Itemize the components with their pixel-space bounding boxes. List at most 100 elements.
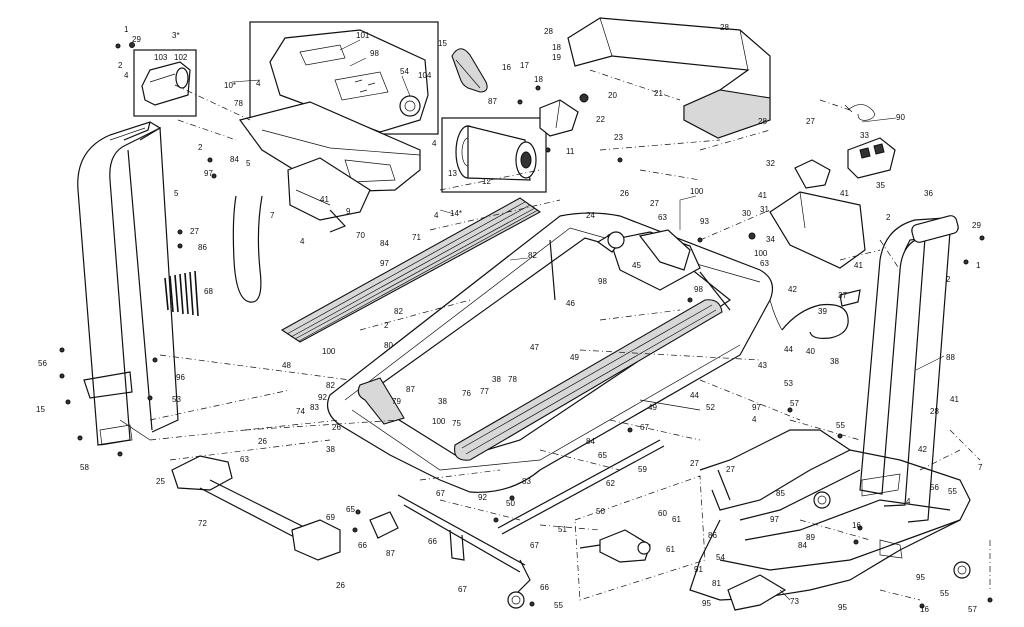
callout-16: 16	[502, 63, 511, 72]
callout-4d: 4	[300, 237, 305, 246]
callout-7: 7	[270, 211, 275, 220]
callout-23: 23	[614, 133, 623, 142]
callout-72: 72	[198, 519, 207, 528]
callout-63: 63	[658, 213, 667, 222]
callout-38c: 38	[492, 375, 501, 384]
callout-98: 98	[370, 49, 379, 58]
callout-71: 71	[412, 233, 421, 242]
leader-lines	[231, 39, 945, 601]
callout-73: 73	[790, 597, 799, 606]
incline-motor-callout	[574, 475, 706, 601]
power-cord	[769, 289, 861, 339]
callout-55c: 55	[948, 487, 957, 496]
callout-54: 54	[400, 67, 409, 76]
callout-52: 52	[706, 403, 715, 412]
callout-32: 32	[766, 159, 775, 168]
callout-59: 59	[638, 465, 647, 474]
callout-16b: 16	[852, 521, 861, 530]
callout-27e: 27	[726, 465, 735, 474]
callout-61: 61	[672, 515, 681, 524]
callout-83b: 83	[522, 477, 531, 486]
callout-42: 42	[788, 285, 797, 294]
wire-90	[844, 104, 875, 121]
callout-4b: 4	[256, 79, 261, 88]
callout-92b: 92	[478, 493, 487, 502]
callout-100b: 100	[754, 249, 768, 258]
callout-61b: 61	[666, 545, 675, 554]
callout-65b: 65	[346, 505, 355, 514]
callout-84d: 84	[798, 541, 807, 550]
callout-12: 12	[482, 177, 491, 186]
callout-26d: 26	[336, 581, 345, 590]
callout-99: 98	[694, 285, 703, 294]
callout-37: 37	[838, 291, 847, 300]
callout-25: 25	[156, 477, 165, 486]
callout-67: 67	[640, 423, 649, 432]
callout-39: 39	[818, 307, 827, 316]
callout-78: 78	[234, 99, 243, 108]
callout-24: 24	[586, 211, 595, 220]
callout-88: 88	[946, 353, 955, 362]
callout-28b: 28	[720, 23, 729, 32]
electronics-tray	[769, 137, 896, 269]
callout-84b: 84	[380, 239, 389, 248]
callout-100c: 100	[322, 347, 336, 356]
callout-5b: 5	[246, 159, 251, 168]
rear-foot	[171, 455, 341, 561]
callout-51: 51	[558, 525, 567, 534]
callout-56: 56	[38, 359, 47, 368]
callout-82c: 82	[326, 381, 335, 390]
callout-49: 49	[570, 353, 579, 362]
callout-40: 40	[806, 347, 815, 356]
callout-53: 53	[172, 395, 181, 404]
callout-4e: 4	[434, 211, 439, 220]
callout-66b: 66	[428, 537, 437, 546]
callout-57: 57	[790, 399, 799, 408]
callout-42b: 42	[918, 445, 927, 454]
callout-50: 50	[506, 499, 515, 508]
callout-86: 86	[198, 243, 207, 252]
side-rail	[280, 197, 542, 343]
console-cable	[232, 195, 263, 303]
callout-48: 48	[282, 361, 291, 370]
callout-2b: 2	[198, 143, 203, 152]
callout-20: 20	[608, 91, 617, 100]
callout-2d: 2	[946, 275, 951, 284]
callout-79: 79	[392, 397, 401, 406]
callout-16c: 16	[920, 605, 929, 614]
callout-100d: 100	[432, 417, 446, 426]
callout-103: 103	[154, 53, 168, 62]
callout-82: 82	[528, 251, 537, 260]
callout-57b: 57	[968, 605, 977, 614]
callout-9: 9	[346, 207, 351, 216]
callout-104: 104	[418, 71, 432, 80]
callout-55b: 55	[836, 421, 845, 430]
callout-41b: 41	[758, 191, 767, 200]
right-upright-part	[859, 215, 959, 559]
callout-91: 91	[694, 565, 703, 574]
callout-97: 97	[204, 169, 213, 178]
callout-18: 18	[534, 75, 543, 84]
callout-90: 90	[896, 113, 905, 122]
callout-63c: 63	[240, 455, 249, 464]
callout-49b: 49	[648, 403, 657, 412]
drive-belt	[451, 48, 488, 93]
callout-66: 66	[358, 541, 367, 550]
callout-28c: 28	[758, 117, 767, 126]
callout-81: 81	[712, 579, 721, 588]
callout-96: 96	[176, 373, 185, 382]
callout-46: 46	[566, 299, 575, 308]
hardware-screws	[59, 42, 993, 609]
callout-1: 1	[124, 25, 129, 34]
motor-inset	[441, 117, 547, 193]
callout-68: 68	[204, 287, 213, 296]
callout-2: 2	[118, 61, 123, 70]
callout-38d: 38	[326, 445, 335, 454]
callout-54: 54	[716, 553, 725, 562]
callout-21: 21	[654, 89, 663, 98]
assembly-lines	[149, 69, 991, 601]
callout-29b: 29	[972, 221, 981, 230]
callout-4: 4	[124, 71, 129, 80]
callout-19: 19	[552, 53, 561, 62]
callout-41d: 41	[854, 261, 863, 270]
